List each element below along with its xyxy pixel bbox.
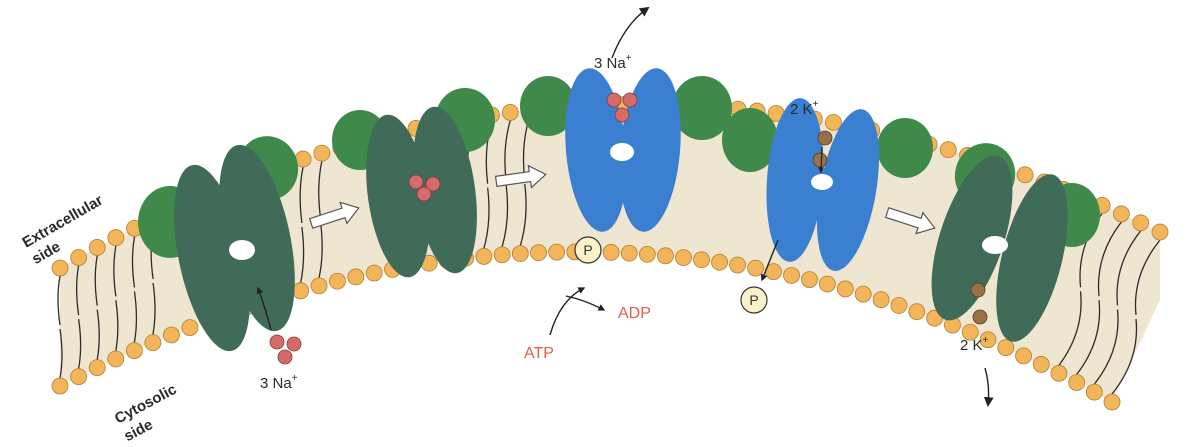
lipid-head xyxy=(837,281,853,297)
lipid-head xyxy=(873,292,889,308)
lipid-head xyxy=(126,343,142,359)
lipid-head xyxy=(621,245,637,261)
lipid-head xyxy=(801,272,817,288)
sodium-ion xyxy=(615,108,629,122)
lipid-head xyxy=(108,351,124,367)
cytosolic-side-label: Cytosolic side xyxy=(112,379,193,445)
lipid-head xyxy=(314,145,330,161)
lipid-head xyxy=(657,248,673,264)
lipid-head xyxy=(145,335,161,351)
lipid-tail xyxy=(58,276,60,325)
lipid-head xyxy=(329,273,345,289)
lipid-head xyxy=(311,278,327,294)
lipid-head xyxy=(366,265,382,281)
lipid-head xyxy=(1104,394,1120,410)
lipid-head xyxy=(163,327,179,343)
lipid-head xyxy=(494,247,510,263)
potassium-ion xyxy=(818,131,832,145)
sodium-ion xyxy=(623,93,637,107)
lipid-head xyxy=(293,283,309,299)
lipid-head xyxy=(909,304,925,320)
lipid-head xyxy=(1033,356,1049,372)
adp-label: ADP xyxy=(618,305,651,322)
lipid-head xyxy=(1017,167,1033,183)
lipid-head xyxy=(502,104,518,120)
atp-hydrolysis-arrow xyxy=(550,288,584,335)
lipid-head xyxy=(1113,206,1129,222)
atp-label: ATP xyxy=(524,345,554,362)
lipid-head xyxy=(694,252,710,268)
lipid-head xyxy=(998,340,1014,356)
lipid-head xyxy=(825,114,841,130)
lipid-head xyxy=(1051,365,1067,381)
lipid-head xyxy=(476,248,492,264)
phosphate-label: P xyxy=(583,242,592,258)
na-out-label: 3 Na+ xyxy=(594,53,632,72)
lipid-head xyxy=(89,239,105,255)
lipid-head xyxy=(1016,348,1032,364)
na-in-label: 3 Na+ xyxy=(260,373,298,392)
lipid-head xyxy=(730,257,746,273)
lipid-head xyxy=(1152,224,1168,240)
lipid-head xyxy=(784,267,800,283)
binding-site xyxy=(811,174,833,190)
lipid-head xyxy=(71,250,87,266)
binding-site xyxy=(982,236,1008,254)
adp-release-arrow xyxy=(566,296,604,310)
sodium-ion xyxy=(278,350,292,364)
phosphate-label: P xyxy=(749,292,758,308)
lipid-head xyxy=(712,254,728,270)
lipid-head xyxy=(1069,375,1085,391)
lipid-head xyxy=(1133,215,1149,231)
sodium-ion xyxy=(417,187,431,201)
sodium-ion xyxy=(409,175,423,189)
beta-subunit xyxy=(672,76,732,140)
lipid-head xyxy=(182,320,198,336)
lipid-head xyxy=(549,244,565,260)
lipid-head xyxy=(940,142,956,158)
lipid-head xyxy=(748,260,764,276)
lipid-head xyxy=(819,276,835,292)
binding-site xyxy=(229,240,255,260)
lipid-head xyxy=(675,250,691,266)
na-release-arrow xyxy=(612,8,648,58)
lipid-head xyxy=(71,369,87,385)
beta-subunit xyxy=(877,118,933,178)
k-release-arrow xyxy=(985,368,989,405)
k-in-label: 2 K+ xyxy=(960,335,989,354)
lipid-head xyxy=(855,286,871,302)
lipid-head xyxy=(531,245,547,261)
lipid-head xyxy=(603,244,619,260)
potassium-ion xyxy=(971,283,985,297)
lipid-head xyxy=(108,230,124,246)
lipid-head xyxy=(89,360,105,376)
potassium-ion xyxy=(813,153,827,167)
binding-site xyxy=(610,143,634,161)
lipid-head xyxy=(52,378,68,394)
lipid-head xyxy=(639,246,655,262)
sodium-ion xyxy=(607,93,621,107)
sodium-ion xyxy=(270,335,284,349)
lipid-head xyxy=(512,246,528,262)
lipid-head xyxy=(1086,384,1102,400)
sodium-ion xyxy=(287,337,301,351)
lipid-head xyxy=(348,269,364,285)
potassium-ion xyxy=(973,310,987,324)
lipid-head xyxy=(891,297,907,313)
lipid-head xyxy=(52,260,68,276)
